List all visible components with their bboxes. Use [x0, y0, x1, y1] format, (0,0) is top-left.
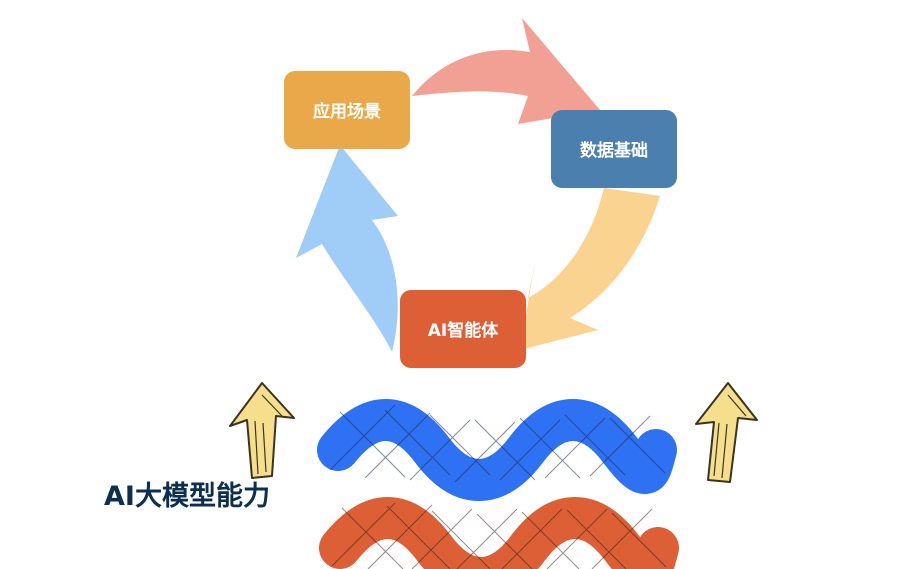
node-scenario-box [284, 71, 410, 149]
lower-wave-band [319, 497, 679, 569]
up-arrow-left-icon [229, 382, 295, 479]
node-data-box [551, 110, 677, 188]
node-agent: AI智能体 [400, 290, 526, 368]
node-scenario: 应用场景 [284, 71, 410, 149]
lower-wave [319, 497, 679, 569]
node-data: 数据基础 [551, 110, 677, 188]
arrow-scenario-to-data [412, 18, 600, 124]
lower-wave-grid [331, 502, 667, 569]
upper-wave-band [317, 399, 677, 501]
node-scenario-label: 应用场景 [313, 101, 381, 122]
up-arrow-right-icon [695, 382, 758, 483]
upper-wave-grid [329, 404, 666, 483]
node-agent-box [400, 290, 526, 368]
arrow-data-to-agent [520, 188, 660, 350]
node-agent-label: AI智能体 [428, 320, 499, 341]
upper-wave [317, 399, 677, 501]
arrow-agent-to-scenario [296, 145, 398, 352]
foundation-label: AI大模型能力 [104, 480, 270, 512]
node-data-label: 数据基础 [580, 140, 648, 161]
